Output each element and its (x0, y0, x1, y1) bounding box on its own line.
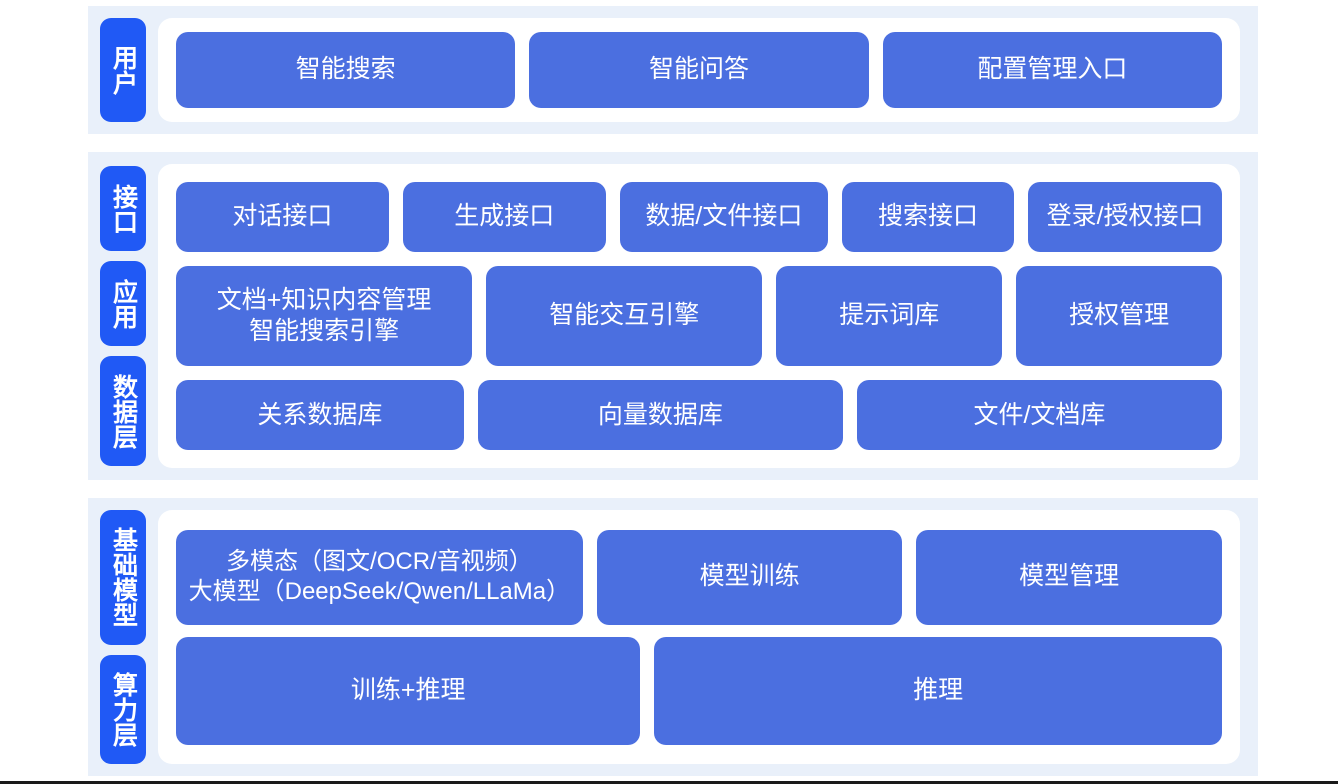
section-infrastructure-card: 多模态（图文/OCR/音视频） 大模型（DeepSeek/Qwen/LLaMa）… (158, 510, 1240, 764)
node-file-document-store[interactable]: 文件/文档库 (856, 380, 1223, 450)
node-search-api[interactable]: 搜索接口 (841, 182, 1015, 252)
section-infrastructure-tabs: 基础模型 算力层 (88, 498, 158, 776)
layer-tab-application[interactable]: 应用 (100, 261, 146, 346)
row-foundation-model: 多模态（图文/OCR/音视频） 大模型（DeepSeek/Qwen/LLaMa）… (176, 529, 1222, 625)
node-login-auth-api[interactable]: 登录/授权接口 (1028, 182, 1222, 252)
node-relational-database[interactable]: 关系数据库 (176, 380, 464, 450)
layer-tab-data[interactable]: 数据层 (100, 356, 146, 466)
bottom-divider (0, 781, 1338, 784)
node-inference[interactable]: 推理 (654, 636, 1222, 745)
node-prompt-library[interactable]: 提示词库 (776, 265, 1003, 367)
node-config-management-entry[interactable]: 配置管理入口 (882, 32, 1222, 108)
layer-tab-user[interactable]: 用户 (100, 18, 146, 122)
node-data-file-api[interactable]: 数据/文件接口 (619, 182, 828, 252)
layer-tab-interface[interactable]: 接口 (100, 166, 146, 251)
node-doc-knowledge-management[interactable]: 文档+知识内容管理 智能搜索引擎 (176, 265, 473, 367)
section-user: 用户 智能搜索 智能问答 配置管理入口 (88, 6, 1258, 134)
node-dialog-api[interactable]: 对话接口 (176, 182, 389, 252)
node-vector-database[interactable]: 向量数据库 (477, 380, 843, 450)
node-model-management[interactable]: 模型管理 (916, 529, 1222, 625)
node-smart-search[interactable]: 智能搜索 (176, 32, 516, 108)
node-smart-qa[interactable]: 智能问答 (529, 32, 869, 108)
node-training-inference[interactable]: 训练+推理 (176, 636, 641, 745)
node-generation-api[interactable]: 生成接口 (402, 182, 606, 252)
section-infrastructure: 基础模型 算力层 多模态（图文/OCR/音视频） 大模型（DeepSeek/Qw… (88, 498, 1258, 776)
section-platform: 接口 应用 数据层 对话接口 生成接口 数据/文件接口 搜索接口 登录/授权接口… (88, 152, 1258, 480)
node-authorization-management[interactable]: 授权管理 (1016, 265, 1222, 367)
row-interface: 对话接口 生成接口 数据/文件接口 搜索接口 登录/授权接口 (176, 182, 1222, 252)
node-model-training[interactable]: 模型训练 (596, 529, 903, 625)
section-platform-tabs: 接口 应用 数据层 (88, 152, 158, 480)
row-application: 文档+知识内容管理 智能搜索引擎 智能交互引擎 提示词库 授权管理 (176, 265, 1222, 367)
layer-tab-foundation-model[interactable]: 基础模型 (100, 510, 146, 645)
row-user-entries: 智能搜索 智能问答 配置管理入口 (176, 32, 1222, 108)
node-smart-interaction-engine[interactable]: 智能交互引擎 (486, 265, 763, 367)
row-compute: 训练+推理 推理 (176, 636, 1222, 745)
section-user-card: 智能搜索 智能问答 配置管理入口 (158, 18, 1240, 122)
section-user-tabs: 用户 (88, 6, 158, 134)
row-data: 关系数据库 向量数据库 文件/文档库 (176, 380, 1223, 450)
layer-tab-compute[interactable]: 算力层 (100, 654, 146, 764)
node-multimodal-large-model[interactable]: 多模态（图文/OCR/音视频） 大模型（DeepSeek/Qwen/LLaMa） (176, 529, 583, 625)
section-platform-card: 对话接口 生成接口 数据/文件接口 搜索接口 登录/授权接口 文档+知识内容管理… (158, 164, 1240, 468)
